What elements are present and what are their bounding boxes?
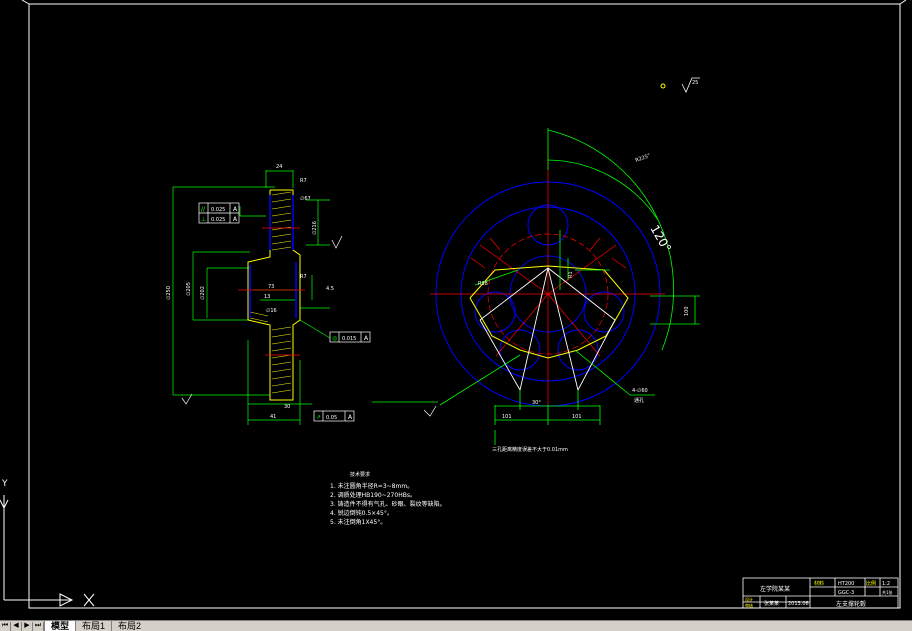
- fcf-datum-4: A: [348, 414, 353, 421]
- next-tab-button[interactable]: ▶: [22, 621, 33, 631]
- title-designer-label: 设计: [745, 596, 753, 602]
- dim-101a: 101: [502, 414, 512, 420]
- dim-hole-note: 通孔: [634, 397, 644, 404]
- dim-r1: R1: [568, 271, 574, 278]
- title-material-label: 材料: [814, 580, 824, 587]
- fcf-runout-value: 0.05: [326, 415, 337, 421]
- svg-text:⊥: ⊥: [201, 216, 206, 223]
- dim-phi67: ∅67: [300, 196, 311, 202]
- title-part-name: 左支撑轮毂: [836, 600, 866, 608]
- layout-tab-bar: ⏮ ◀ ▶ ⏭ 模型 布局1 布局2: [0, 620, 912, 631]
- dim-r7b: R7: [300, 274, 307, 280]
- dim-100: 100: [684, 306, 690, 316]
- hole-tolerance-note: 三孔距离精度误差不大于0.01mm: [492, 446, 568, 453]
- dim-73: 73: [268, 284, 274, 290]
- tab-model[interactable]: 模型: [44, 621, 76, 631]
- title-block: 左学院某某 材料 HT200 GGC-3 比例 1:2 共1张 设计 张某某 2…: [742, 577, 899, 609]
- drawing-frame: [21, 0, 907, 609]
- first-tab-button[interactable]: ⏮: [0, 621, 11, 631]
- fcf-concentric-value: 0.015: [342, 336, 356, 342]
- dim-phi205: ∅205: [186, 282, 192, 296]
- prev-tab-button[interactable]: ◀: [11, 621, 22, 631]
- title-scale-label: 比例: [866, 580, 876, 587]
- title-checker-label: 审核: [745, 602, 753, 608]
- dim-4-5: 4.5: [326, 286, 334, 292]
- dim-phi16: ∅16: [266, 308, 277, 314]
- dim-24: 24: [276, 164, 282, 170]
- tech-req-2: 2. 调质处理HB190~270HBs。: [330, 491, 416, 499]
- title-drawing-no: GGC-3: [838, 590, 854, 596]
- dim-4phi60: 4-∅60: [632, 388, 648, 394]
- tech-req-4: 4. 锐边倒钝0.5×45°。: [330, 509, 393, 517]
- dim-30deg: 30°: [532, 400, 541, 406]
- roughness-value: 25: [692, 80, 698, 86]
- fcf-datum-3: A: [364, 335, 369, 342]
- front-view: R225° 120° 100 101 101 30° 4-∅60 通孔 R38 …: [372, 128, 700, 453]
- tab-layout1[interactable]: 布局1: [75, 621, 112, 631]
- dim-r7: R7: [300, 178, 307, 184]
- fcf-datum-2: A: [233, 216, 238, 223]
- dim-phi250: ∅250: [166, 286, 172, 300]
- title-date: 2013.06: [788, 601, 809, 607]
- tech-req-title: 技术要求: [350, 471, 370, 478]
- title-material: HT200: [838, 581, 854, 587]
- technical-requirements: 技术要求 1. 未注圆角半径R=3~8mm。 2. 调质处理HB190~270H…: [330, 471, 446, 526]
- dim-phi202: ∅202: [200, 286, 206, 300]
- dim-13: 13: [264, 294, 270, 300]
- svg-text://: //: [201, 206, 206, 213]
- fcf-datum-1: A: [233, 206, 238, 213]
- tech-req-3: 3. 铸造件不得有气孔、砂眼、裂纹等缺陷。: [330, 500, 446, 508]
- fcf-parallel-value: 0.025: [211, 207, 225, 213]
- svg-text:↗: ↗: [316, 414, 321, 421]
- fcf-perp-value: 0.025: [211, 217, 225, 223]
- tech-req-5: 5. 未注倒角1X45°。: [330, 518, 386, 526]
- tab-layout2[interactable]: 布局2: [111, 621, 148, 631]
- section-view: // 0.025 A ⊥ 0.025 A ◎ 0.015 A ↗ 0.05 A …: [166, 164, 437, 425]
- dim-phi-left: ∅216: [312, 221, 318, 235]
- title-designer: 张某某: [764, 600, 779, 607]
- title-sheet: 共1张: [882, 589, 893, 595]
- title-school: 左学院某某: [760, 585, 790, 593]
- svg-text:◎: ◎: [332, 335, 337, 342]
- roughness-symbol: 25: [660, 77, 700, 93]
- dim-r38: R38: [478, 281, 488, 287]
- ucs-icon: [0, 495, 95, 607]
- last-tab-button[interactable]: ⏭: [33, 621, 44, 631]
- dim-41: 41: [270, 414, 276, 420]
- title-scale: 1:2: [882, 581, 890, 587]
- ucs-y-label: Y: [1, 479, 8, 489]
- dim-30: 30: [284, 404, 290, 410]
- arc-dim-label: R225°: [635, 153, 652, 164]
- tech-req-1: 1. 未注圆角半径R=3~8mm。: [330, 482, 413, 490]
- dim-101b: 101: [572, 414, 582, 420]
